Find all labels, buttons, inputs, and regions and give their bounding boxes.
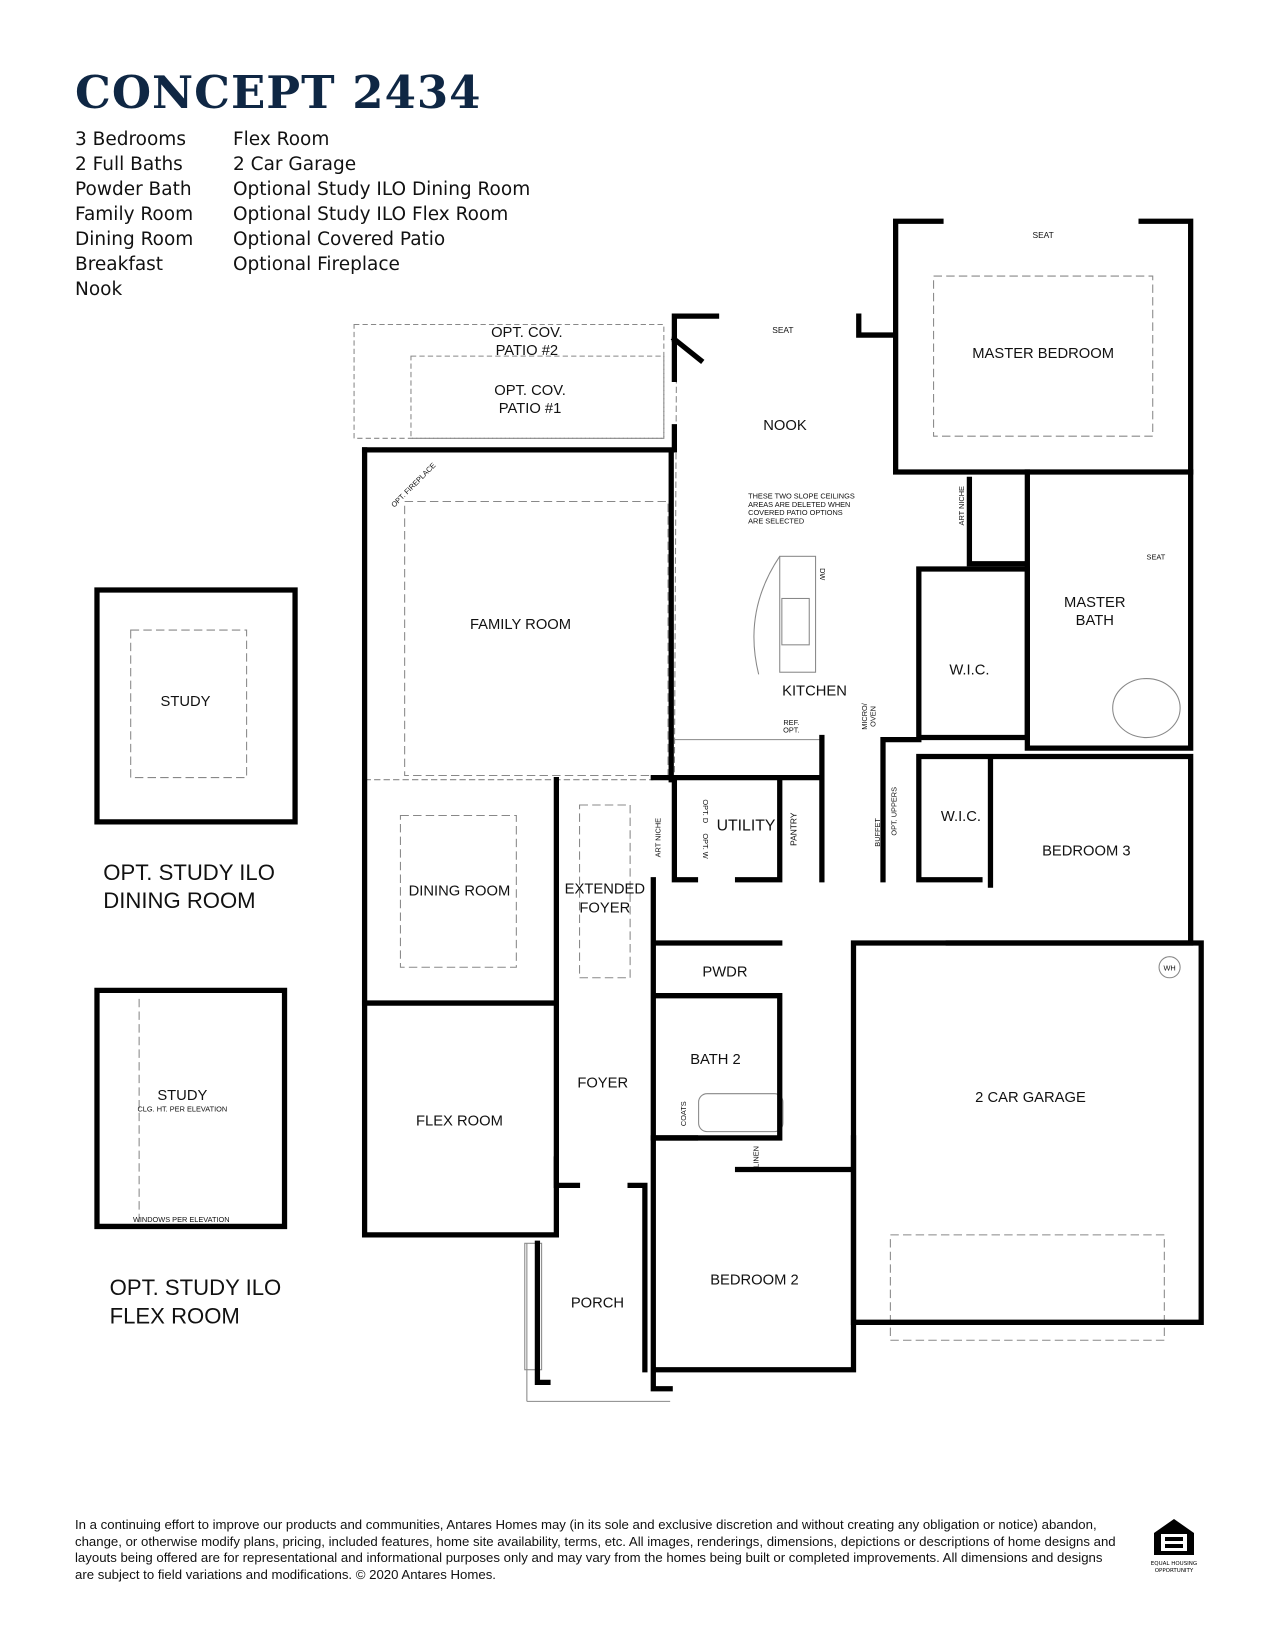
- feature-item: Optional Study ILO Flex Room: [233, 204, 509, 225]
- label-seat-bath: SEAT: [1147, 552, 1166, 561]
- feature-item: Family Room: [75, 204, 194, 225]
- family-walls: [361, 447, 674, 783]
- label-wic-master: W.I.C.: [949, 662, 989, 678]
- label-flex-room: FLEX ROOM: [416, 1113, 503, 1129]
- master-ceiling: [933, 275, 1154, 437]
- patio-1-outline: [410, 355, 665, 439]
- label-windows: WINDOWS PER ELEVATION: [133, 1215, 230, 1224]
- tub: [1112, 678, 1181, 739]
- family-ceiling: [404, 501, 669, 777]
- caption-study-flex-2: FLEX ROOM: [110, 1303, 240, 1328]
- label-extended-foyer: EXTENDED: [565, 881, 645, 897]
- north-walls: [671, 218, 1194, 475]
- label-extended-foyer-2: FOYER: [579, 900, 630, 916]
- label-dw: DW: [818, 568, 827, 580]
- label-coats: COATS: [679, 1101, 688, 1126]
- feature-item: Optional Covered Patio: [233, 229, 446, 250]
- label-seat-nook: SEAT: [772, 325, 793, 335]
- label-study-ceiling: CLG. HT. PER ELEVATION: [137, 1105, 227, 1114]
- label-oven: OVEN: [869, 706, 878, 727]
- foyer-ceiling: [579, 804, 631, 979]
- logo-caption: EQUAL HOUSING: [1150, 1561, 1198, 1567]
- label-bath-2: BATH 2: [690, 1052, 741, 1068]
- label-note: COVERED PATIO OPTIONS: [748, 508, 843, 517]
- feature-item: 3 Bedrooms: [75, 129, 186, 150]
- study-option-1-walls: [94, 587, 298, 825]
- feature-column-left: 3 Bedrooms 2 Full Baths Powder Bath Fami…: [75, 127, 213, 302]
- label-study-option-2: STUDY: [157, 1088, 207, 1104]
- label-patio-1: OPT. COV.: [494, 383, 566, 399]
- label-note: ARE SELECTED: [748, 517, 804, 526]
- label-wic-bed3: W.I.C.: [941, 809, 981, 825]
- garage-and-bath-walls: [650, 877, 1204, 1325]
- label-garage: 2 CAR GARAGE: [975, 1090, 1086, 1106]
- label-family-room: FAMILY ROOM: [470, 617, 571, 633]
- caption-study-dining-2: DINING ROOM: [103, 888, 255, 913]
- feature-column-right: Flex Room 2 Car Garage Optional Study IL…: [233, 127, 530, 302]
- label-opt-uppers: OPT. UPPERS: [890, 787, 899, 836]
- feature-item: Dining Room: [75, 229, 194, 250]
- label-master-bath: MASTER: [1064, 595, 1125, 611]
- bath2-tub: [698, 1093, 784, 1133]
- caption-study-flex: OPT. STUDY ILO: [110, 1275, 282, 1300]
- label-wh: WH: [1163, 963, 1175, 972]
- label-opt-d: OPT. D: [701, 799, 710, 823]
- equal-housing-icon: [1154, 1519, 1194, 1555]
- label-opt-w: OPT. W: [701, 833, 710, 858]
- label-linen: LINEN: [752, 1146, 761, 1168]
- label-master-bath-2: BATH: [1076, 613, 1114, 629]
- label-micro: MICRO/: [860, 702, 869, 730]
- label-note: AREAS ARE DELETED WHEN: [748, 500, 850, 509]
- feature-list: 3 Bedrooms 2 Full Baths Powder Bath Fami…: [75, 127, 530, 302]
- label-pantry: PANTRY: [789, 812, 799, 846]
- feature-item: 2 Car Garage: [233, 154, 357, 175]
- west-walls: [361, 447, 560, 1238]
- label-study-option-1: STUDY: [160, 694, 210, 710]
- label-porch: PORCH: [571, 1296, 624, 1312]
- label-seat-master: SEAT: [1032, 230, 1053, 240]
- dining-flex-walls: [361, 777, 560, 1006]
- water-heater: [1158, 956, 1181, 979]
- island-curve: [753, 556, 781, 675]
- feature-item: Powder Bath: [75, 179, 192, 200]
- dining-ceiling: [399, 814, 517, 968]
- equal-housing-logo: EQUAL HOUSING OPPORTUNITY: [1143, 1517, 1205, 1575]
- study-ceiling: [130, 629, 248, 779]
- plan-title: CONCEPT 2434: [75, 66, 482, 119]
- label-pwdr: PWDR: [702, 965, 747, 981]
- label-patio-1b: PATIO #1: [499, 401, 562, 417]
- label-patio-2: OPT. COV.: [491, 325, 563, 341]
- label-bedroom-2: BEDROOM 2: [710, 1272, 799, 1288]
- label-buffet: BUFFET: [873, 818, 882, 847]
- label-dining-room: DINING ROOM: [409, 884, 511, 900]
- label-utility: UTILITY: [717, 817, 776, 834]
- label-nook: NOOK: [763, 418, 807, 434]
- walls: [94, 218, 1204, 1392]
- label-master-bedroom: MASTER BEDROOM: [972, 346, 1114, 362]
- feature-item: Optional Study ILO Dining Room: [233, 179, 531, 200]
- label-bedroom-3: BEDROOM 3: [1042, 844, 1131, 860]
- label-ref-opt: OPT.: [783, 725, 799, 734]
- label-patio-2b: PATIO #2: [496, 343, 559, 359]
- patio-2-outline: [353, 323, 665, 439]
- logo-caption-2: OPPORTUNITY: [1154, 1568, 1194, 1574]
- porch-walls: [534, 1156, 648, 1386]
- disclaimer: In a continuing effort to improve our pr…: [75, 1517, 1116, 1582]
- bedroom2-walls: [650, 1135, 857, 1392]
- feature-item: Breakfast Nook: [75, 254, 164, 300]
- wic-master: [916, 566, 1030, 741]
- label-ref: REF.: [783, 718, 799, 727]
- feature-item: 2 Full Baths: [75, 154, 183, 175]
- feature-item: Optional Fireplace: [233, 254, 400, 275]
- label-foyer: FOYER: [577, 1075, 628, 1091]
- caption-study-dining: OPT. STUDY ILO: [103, 860, 275, 885]
- label-kitchen: KITCHEN: [782, 683, 847, 699]
- feature-item: Flex Room: [233, 129, 330, 150]
- label-art-niche: ART NICHE: [654, 818, 663, 857]
- study-option-2-walls: [94, 987, 288, 1230]
- label-art-niche-master: ART NICHE: [957, 486, 966, 525]
- label-note: THESE TWO SLOPE CEILINGS: [748, 491, 855, 500]
